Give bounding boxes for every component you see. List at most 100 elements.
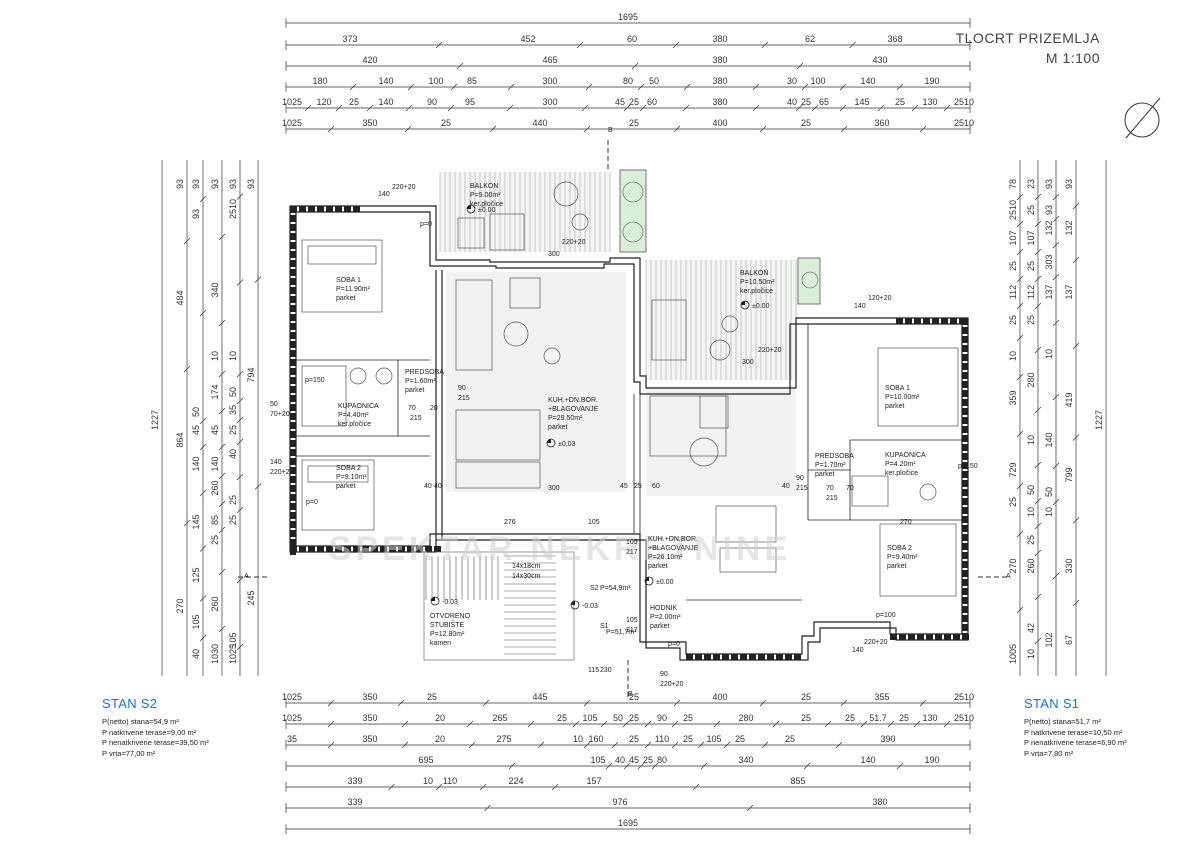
dimension-tick xyxy=(622,720,630,728)
wall-block xyxy=(407,546,414,552)
wall-block xyxy=(290,296,296,303)
wall-block xyxy=(290,269,296,276)
annotation: 40 xyxy=(782,483,790,490)
wall-block xyxy=(962,417,968,424)
wall-block xyxy=(962,507,968,514)
dimension-label: 452 xyxy=(520,34,535,44)
wall-block xyxy=(962,408,968,415)
dimension-tick xyxy=(692,783,700,791)
annotations: p=0p=0p=0p=100p=150p=150140220+20140120+… xyxy=(244,127,1011,698)
planter xyxy=(619,169,647,253)
level-marker-fill xyxy=(431,597,435,601)
stan-s1-line: P(netto) stana=51,7 m² xyxy=(1024,717,1101,726)
dimension-label: 140 xyxy=(1044,432,1054,447)
wall-block xyxy=(923,318,930,324)
dimension-tick xyxy=(752,104,760,112)
dimension-tick xyxy=(1016,193,1024,201)
dimension-tick xyxy=(218,319,226,327)
dimension-tick xyxy=(1034,549,1042,557)
dimension-label: 140 xyxy=(860,76,875,86)
dimension-label: 23 xyxy=(1026,179,1036,189)
dimension-tick xyxy=(644,720,652,728)
dimension-label: 2510 xyxy=(954,97,974,107)
dimension-label: 1025 xyxy=(228,644,238,664)
dimension-label: 25 xyxy=(845,713,855,723)
wall-block xyxy=(290,368,296,375)
annotation: 105 xyxy=(588,519,600,526)
wall-block xyxy=(326,546,333,552)
wall-block xyxy=(962,381,968,388)
wall-block xyxy=(290,494,296,501)
dimension-label: 10 xyxy=(1044,507,1054,517)
stan-s1-line: P vrta=7,80 m² xyxy=(1024,748,1074,758)
dimension-tick xyxy=(943,104,951,112)
annotation: 217 xyxy=(626,627,638,634)
dimension-tick xyxy=(236,416,244,424)
dimension-tick xyxy=(1034,275,1042,283)
dimension-label: 93 xyxy=(228,179,238,189)
wall-block xyxy=(290,341,296,348)
dimension-tick xyxy=(506,104,514,112)
north-arrow-icon xyxy=(1124,97,1161,139)
wall-block xyxy=(944,634,951,640)
dimension-tick xyxy=(1016,334,1024,342)
dimension-label: 25 xyxy=(801,713,811,723)
dimension-tick xyxy=(508,762,516,770)
dimension-tick xyxy=(683,83,691,91)
dimension-label: 2510 xyxy=(954,118,974,128)
dimension-label: 132 xyxy=(1064,220,1074,235)
dimension-tick xyxy=(673,699,681,707)
wall-block xyxy=(290,395,296,402)
dimension-tick xyxy=(327,741,335,749)
wall-block xyxy=(962,390,968,397)
wall-block xyxy=(353,546,360,552)
dimension-tick xyxy=(183,237,191,245)
annotation: 40 xyxy=(434,483,442,490)
annotation: 70 xyxy=(408,405,416,412)
dimension-label: 35 xyxy=(228,405,238,415)
dimension-label: 1025 xyxy=(282,97,302,107)
room-label-floor: P=12.80m² xyxy=(430,631,465,638)
dimension-tick xyxy=(404,125,412,133)
dimension-tick xyxy=(1072,202,1080,210)
dimension-tick xyxy=(623,762,631,770)
annotation: 90 xyxy=(458,385,466,392)
annotation: 215 xyxy=(458,395,470,402)
stan-s2-line: P(netto) stana=54,9 m² xyxy=(102,717,179,726)
wall-block xyxy=(290,215,296,222)
dimension-tick xyxy=(1052,273,1060,281)
dimension-label: 25 xyxy=(629,118,639,128)
wall-block xyxy=(704,654,711,660)
room-label-floor: ker.pločice xyxy=(338,421,371,428)
wall-block xyxy=(962,372,968,379)
dimension-label: 25 xyxy=(801,97,811,107)
dimension-label: 300 xyxy=(542,97,557,107)
room-label-name: OTVORENO xyxy=(430,613,471,620)
wall-block xyxy=(290,431,296,438)
stan-s1-title: STAN S1 xyxy=(1024,696,1080,711)
dimension-tick xyxy=(913,720,921,728)
dimension-label: 368 xyxy=(887,34,902,44)
annotation: 25 xyxy=(634,483,642,490)
dimension-label: 50 xyxy=(1026,485,1036,495)
stan-s1-line: P nenatkrivene terase=6,90 m² xyxy=(1024,738,1127,747)
dimension-label: 350 xyxy=(362,713,377,723)
dimension-label: 799 xyxy=(1064,467,1074,482)
annotation: 220+20 xyxy=(562,239,586,246)
room-label-name: SOBA 1 xyxy=(336,277,361,284)
dimension-label: 78 xyxy=(1008,179,1018,189)
dimension-label: 355 xyxy=(874,692,889,702)
dimension-label: 140 xyxy=(860,755,875,765)
dimension-label: 339 xyxy=(347,797,362,807)
wall-block xyxy=(932,318,939,324)
dimension-tick xyxy=(183,519,191,527)
dimension-label: 50 xyxy=(228,387,238,397)
dimension-tick xyxy=(199,195,207,203)
dimension-tick xyxy=(631,62,639,70)
dimension-label: 51.7 xyxy=(869,713,887,723)
room-labels: SOBA 1P=11.90m²parketPREDSOBAP=1.60m²par… xyxy=(336,183,926,647)
dimension-tick xyxy=(583,125,591,133)
room-label-area: P=4.40m² xyxy=(338,412,369,419)
dimension-label: 1227 xyxy=(150,410,160,430)
dimension-tick xyxy=(236,193,244,200)
